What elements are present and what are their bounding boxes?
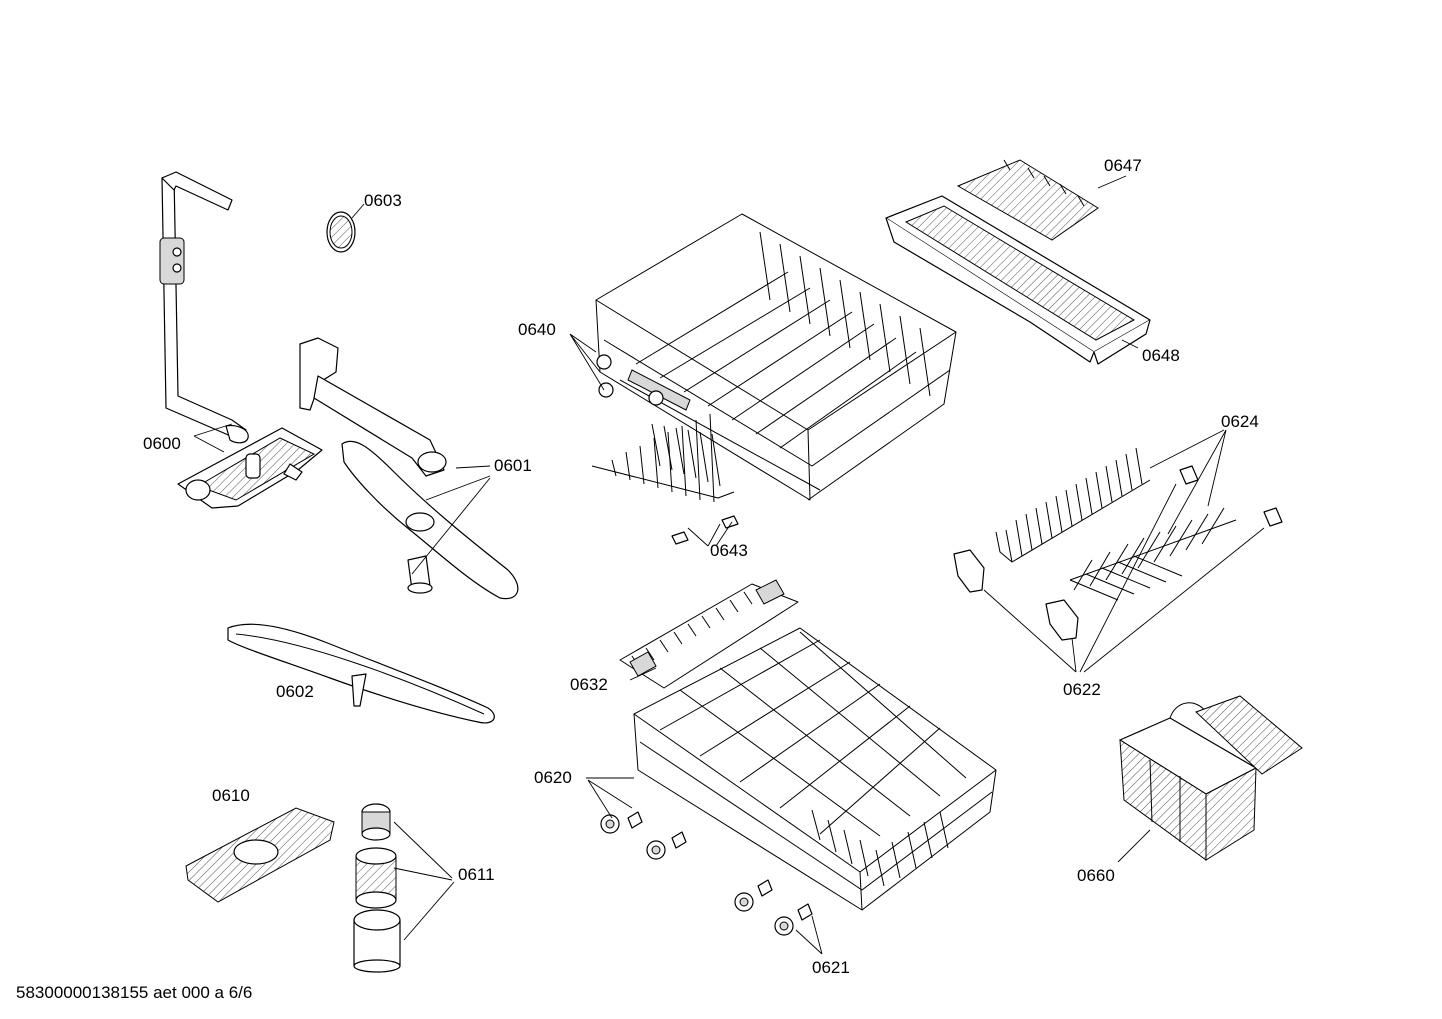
- label-0610: 0610: [212, 786, 250, 805]
- label-0611: 0611: [458, 865, 495, 884]
- part-0621-wheels: [600, 811, 813, 936]
- label-0660: 0660: [1077, 866, 1115, 885]
- part-0602-lower-spray-arm: [227, 623, 495, 724]
- label-0603: 0603: [364, 191, 402, 210]
- part-0620-lower-basket: [633, 627, 997, 911]
- label-0648: 0648: [1142, 346, 1180, 365]
- part-0622-clips: [953, 549, 1079, 641]
- part-0601-spray-arm-tube: [299, 337, 447, 477]
- label-0643: 0643: [710, 541, 748, 560]
- label-0621: 0621: [812, 958, 850, 977]
- label-0647: 0647: [1104, 156, 1142, 175]
- part-0647-tray-insert: [956, 159, 1099, 241]
- leader-lines: [193, 175, 1265, 955]
- part-0643-tine-rack: [591, 413, 739, 545]
- label-0632: 0632: [570, 675, 608, 694]
- part-0660-cutlery-basket: [1119, 695, 1303, 861]
- part-0610-flat-filter: [185, 807, 335, 903]
- label-0602: 0602: [276, 682, 314, 701]
- part-0611-filter-set: [353, 803, 401, 973]
- part-labels: 0600 0601 0602 0603 0610 0611 0620 0621 …: [143, 156, 1259, 977]
- label-0601: 0601: [494, 456, 532, 475]
- part-0603-cap: [326, 211, 356, 253]
- part-0600-spray-pipe: [159, 171, 249, 444]
- label-0622: 0622: [1063, 680, 1101, 699]
- label-0600: 0600: [143, 434, 181, 453]
- label-0624: 0624: [1221, 412, 1259, 431]
- part-0632-folding-tines: [619, 579, 799, 689]
- document-footer-code: 58300000138155 aet 000 a 6/6: [16, 983, 252, 1002]
- part-0600-filter-housing: [177, 427, 323, 509]
- part-0601-spray-arm: [341, 440, 519, 600]
- label-0620: 0620: [534, 768, 572, 787]
- part-0624-tine-rows: [995, 447, 1283, 601]
- part-0648-cutlery-tray: [885, 195, 1151, 365]
- part-0640-upper-basket: [595, 213, 957, 501]
- label-0640: 0640: [518, 320, 556, 339]
